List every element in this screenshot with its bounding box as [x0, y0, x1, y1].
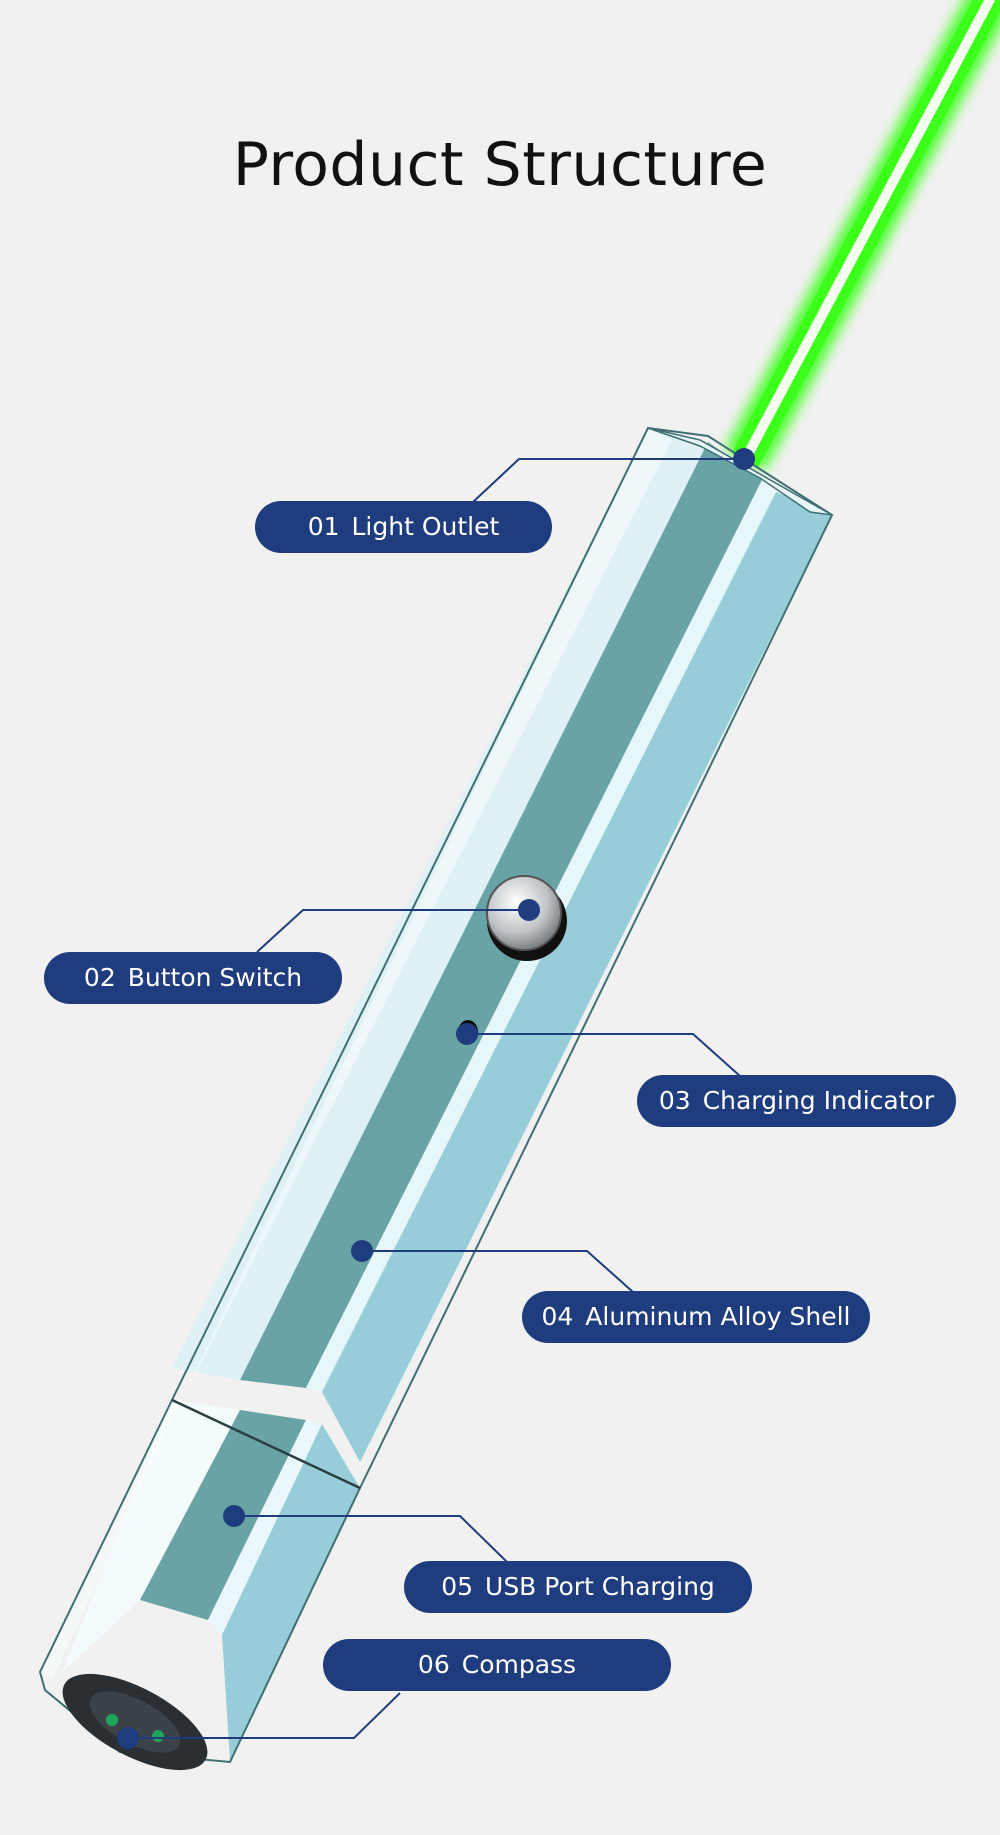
callout-dot-alloy-shell — [351, 1240, 373, 1262]
leader-line-light-outlet — [472, 458, 744, 503]
label-aluminum-alloy-shell: 04 Aluminum Alloy Shell — [522, 1291, 870, 1343]
callout-dot-usb-port — [223, 1505, 245, 1527]
label-number: 05 — [441, 1572, 474, 1601]
label-text: Compass — [461, 1650, 577, 1679]
leader-line-button-switch — [256, 909, 529, 953]
label-text: Light Outlet — [351, 512, 500, 541]
label-number: 04 — [541, 1302, 574, 1331]
label-usb-port-charging: 05 USB Port Charging — [404, 1561, 752, 1613]
label-text: USB Port Charging — [485, 1572, 715, 1601]
label-number: 06 — [417, 1650, 450, 1679]
label-light-outlet: 01 Light Outlet — [255, 501, 552, 553]
label-text: Button Switch — [127, 963, 303, 992]
label-compass: 06 Compass — [323, 1639, 671, 1691]
page-title: Product Structure — [232, 130, 768, 200]
label-number: 02 — [83, 963, 116, 992]
laser-beam — [724, 0, 1000, 471]
leader-dots — [117, 448, 755, 1749]
leader-lines — [128, 458, 744, 1739]
leader-line-charging-indicator — [467, 1033, 741, 1077]
label-number: 01 — [307, 512, 340, 541]
label-charging-indicator: 03 Charging Indicator — [637, 1075, 956, 1127]
label-text: Aluminum Alloy Shell — [585, 1302, 851, 1331]
label-text: Charging Indicator — [702, 1086, 935, 1115]
callout-dot-button-switch — [518, 899, 540, 921]
pointer-body — [38, 426, 834, 1771]
leader-line-usb-port — [234, 1515, 508, 1563]
leader-line-compass — [128, 1692, 401, 1739]
callout-dot-charging-indicator — [456, 1023, 478, 1045]
label-number: 03 — [658, 1086, 691, 1115]
label-button-switch: 02 Button Switch — [44, 952, 342, 1004]
callout-dot-compass — [117, 1727, 139, 1749]
callout-dot-light-outlet — [733, 448, 755, 470]
leader-line-alloy-shell — [362, 1250, 634, 1293]
